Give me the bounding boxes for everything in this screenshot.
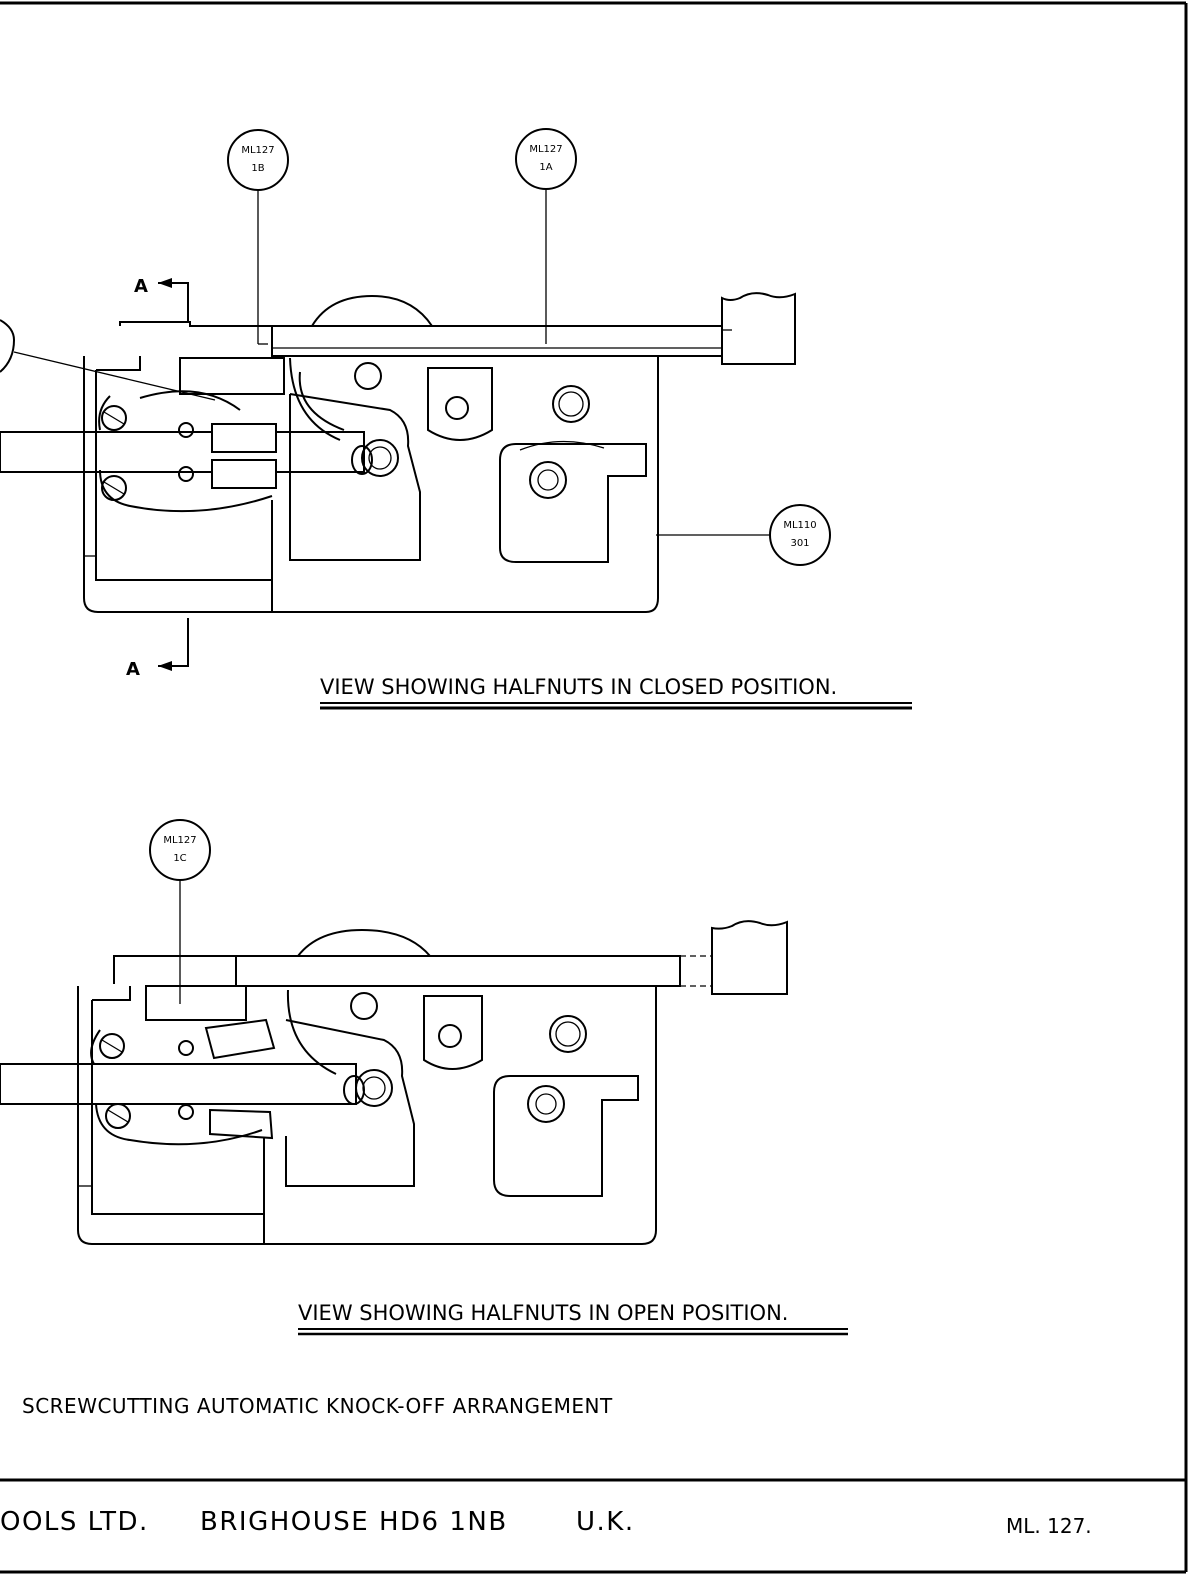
section-mark-a-top: A <box>134 276 148 297</box>
closed-view-title-group: VIEW SHOWING HALFNUTS IN CLOSED POSITION… <box>320 675 912 710</box>
open-view-title-group: VIEW SHOWING HALFNUTS IN OPEN POSITION. <box>298 1301 848 1336</box>
balloon-ml127-1b: ML127 1B <box>227 129 289 345</box>
drawing-caption: SCREWCUTTING AUTOMATIC KNOCK-OFF ARRANGE… <box>22 1394 613 1418</box>
balloon-label: ML110 <box>783 520 816 531</box>
drawing-number: ML. 127. <box>1006 1514 1092 1538</box>
open-view-drawing <box>0 920 788 1245</box>
open-view-title: VIEW SHOWING HALFNUTS IN OPEN POSITION. <box>298 1301 788 1325</box>
section-mark-a-bottom: A <box>126 659 140 680</box>
closed-view-title: VIEW SHOWING HALFNUTS IN CLOSED POSITION… <box>320 675 837 699</box>
company-country: U.K. <box>576 1507 635 1537</box>
balloon-ml110-301: ML110 301 <box>656 504 831 566</box>
closed-view-drawing <box>0 278 796 671</box>
balloon-label: 301 <box>790 538 809 549</box>
company-name: OOLS LTD. <box>0 1507 149 1537</box>
title-block: OOLS LTD. BRIGHOUSE HD6 1NB U.K. ML. 127… <box>0 1507 1092 1538</box>
balloon-label: 1C <box>173 853 186 864</box>
balloon-label: ML127 <box>241 145 274 156</box>
balloon-label: 1A <box>539 162 552 173</box>
company-address: BRIGHOUSE HD6 1NB <box>200 1507 508 1537</box>
balloon-label: ML127 <box>163 835 196 846</box>
balloon-ml127-1c: ML127 1C <box>149 819 211 1004</box>
balloon-label: ML127 <box>529 144 562 155</box>
balloon-ml127-1a: ML127 1A <box>515 128 577 344</box>
balloon-label: 1B <box>251 163 264 174</box>
